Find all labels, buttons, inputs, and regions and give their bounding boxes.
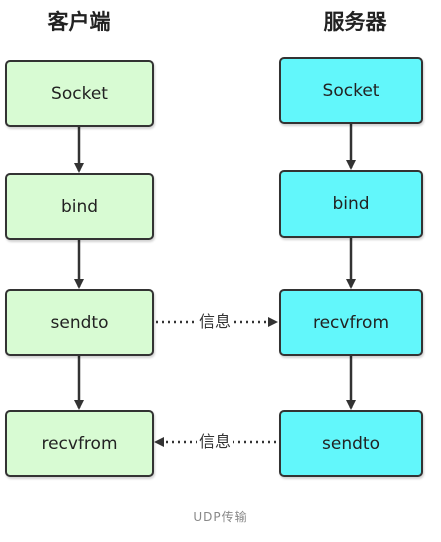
server-sendto-box: sendto (279, 410, 423, 477)
diagram-caption: UDP传输 (193, 510, 248, 524)
server-bind-box: bind (279, 170, 423, 238)
server-title: 服务器 (323, 10, 387, 34)
message-label-client-to-server: 信息 (197, 312, 234, 332)
server-recvfrom-box: recvfrom (279, 289, 423, 356)
client-socket-box: Socket (5, 60, 154, 127)
client-recvfrom-box: recvfrom (5, 410, 154, 477)
client-title: 客户端 (47, 10, 111, 34)
message-label-server-to-client: 信息 (197, 432, 234, 452)
client-sendto-box: sendto (5, 289, 154, 356)
client-bind-box: bind (5, 173, 154, 240)
server-socket-box: Socket (279, 57, 423, 124)
